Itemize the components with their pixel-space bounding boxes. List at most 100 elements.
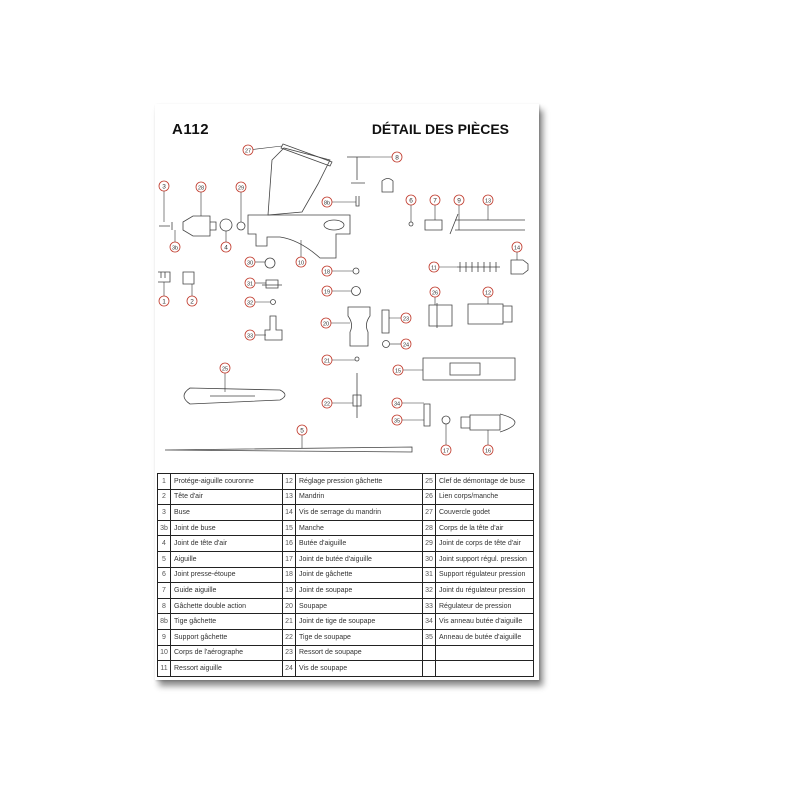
part-name: Vis de serrage du mandrin <box>295 504 423 521</box>
part-name: Couvercle godet <box>435 504 534 521</box>
callout-circle <box>195 181 207 193</box>
callout-label: 8b <box>324 200 330 206</box>
part-number: 29 <box>422 535 436 552</box>
needle <box>164 446 413 453</box>
part-name <box>435 644 534 662</box>
part-number: 10 <box>157 644 171 662</box>
part-number: 13 <box>282 488 296 506</box>
callout-circle <box>440 444 452 456</box>
part-name: Aiguille <box>170 550 283 568</box>
part-number: 32 <box>422 582 436 599</box>
part-number <box>422 660 436 677</box>
part-name: Joint de tête d'air <box>170 535 283 552</box>
callout-circle <box>296 424 308 436</box>
part-number: 22 <box>282 628 296 646</box>
air-head-seal <box>219 218 233 232</box>
valve-stem <box>352 373 362 418</box>
callout-label: 6 <box>409 197 413 204</box>
leader-line <box>247 145 283 151</box>
callout-label: 8 <box>395 154 399 161</box>
callout-label: 21 <box>324 358 330 364</box>
part-name: Joint de gâchette <box>295 566 423 584</box>
callout-circle <box>219 362 231 374</box>
part-name: Corps de l'aérographe <box>170 644 283 662</box>
nozzle <box>159 222 173 230</box>
body-seal <box>236 221 246 231</box>
callout-label: 25 <box>222 366 228 372</box>
part-name: Buse <box>170 504 283 521</box>
part-number: 3 <box>157 504 171 521</box>
callout-20: 20 <box>320 317 350 329</box>
callout-label: 33 <box>247 333 253 339</box>
callout-circle <box>453 194 465 206</box>
callout-circle <box>169 241 181 253</box>
callout-31: 31 <box>244 277 266 289</box>
part-name: Vis anneau butée d'aiguille <box>435 613 534 630</box>
callout-label: 28 <box>198 185 204 191</box>
callout-7: 7 <box>429 194 441 220</box>
callout-label: 24 <box>403 342 409 348</box>
valve <box>347 306 371 347</box>
stop-ring <box>423 403 431 427</box>
needle-guide <box>424 219 443 231</box>
packing <box>408 221 414 227</box>
callout-circle <box>482 286 494 298</box>
part-name: Butée d'aiguille <box>295 535 423 552</box>
callout-circle <box>400 338 412 350</box>
callout-circle <box>158 180 170 192</box>
part-number: 18 <box>282 566 296 584</box>
part-number: 5 <box>157 550 171 568</box>
callout-circle <box>429 194 441 206</box>
callout-circle <box>244 296 256 308</box>
part-name: Tige de soupape <box>295 628 423 646</box>
callout-circle <box>242 144 254 156</box>
part-name: Support gâchette <box>170 628 283 646</box>
stop-seal <box>441 415 451 425</box>
part-name: Joint de corps de tête d'air <box>435 535 534 552</box>
part-number: 30 <box>422 550 436 568</box>
part-number: 8 <box>157 597 171 615</box>
part-name: Joint du régulateur pression <box>435 582 534 599</box>
chuck-nut <box>510 259 529 275</box>
part-name: Soupape <box>295 597 423 615</box>
callout-14: 14 <box>511 241 523 260</box>
part-number: 6 <box>157 566 171 584</box>
valve-spring <box>381 309 390 334</box>
nozzle-wrench <box>183 387 286 405</box>
part-number: 26 <box>422 488 436 506</box>
part-name: Joint de butée d'aiguille <box>295 550 423 568</box>
callout-4: 4 <box>220 231 232 253</box>
callout-label: 10 <box>298 260 304 266</box>
part-number: 14 <box>282 504 296 521</box>
callout-label: 16 <box>485 448 491 454</box>
part-name: Protége-aiguille couronne <box>170 473 283 490</box>
paint-cup <box>267 147 331 216</box>
part-name: Vis de soupape <box>295 660 423 677</box>
needle-stop <box>460 413 516 433</box>
callout-label: 22 <box>324 401 330 407</box>
body-window <box>323 219 345 231</box>
callout-18: 18 <box>321 265 353 277</box>
part-name: Gâchette double action <box>170 597 283 615</box>
part-name: Tige gâchette <box>170 613 283 630</box>
callout-circle <box>320 317 332 329</box>
page-title: DÉTAIL DES PIÈCES <box>371 121 509 137</box>
part-name <box>435 660 534 677</box>
callout-11: 11 <box>428 261 457 273</box>
callout-8: 8 <box>370 151 403 163</box>
part-number: 11 <box>157 660 171 677</box>
cup-lid <box>280 143 333 167</box>
callout-1: 1 <box>158 282 170 307</box>
callout-label: 32 <box>247 300 253 306</box>
callout-21: 21 <box>321 354 355 366</box>
trigger-seal <box>352 267 360 275</box>
callout-circle <box>391 151 403 163</box>
part-number: 33 <box>422 597 436 615</box>
callout-5: 5 <box>296 424 308 448</box>
callout-label: 3 <box>162 183 166 190</box>
callout-33: 33 <box>244 329 266 341</box>
